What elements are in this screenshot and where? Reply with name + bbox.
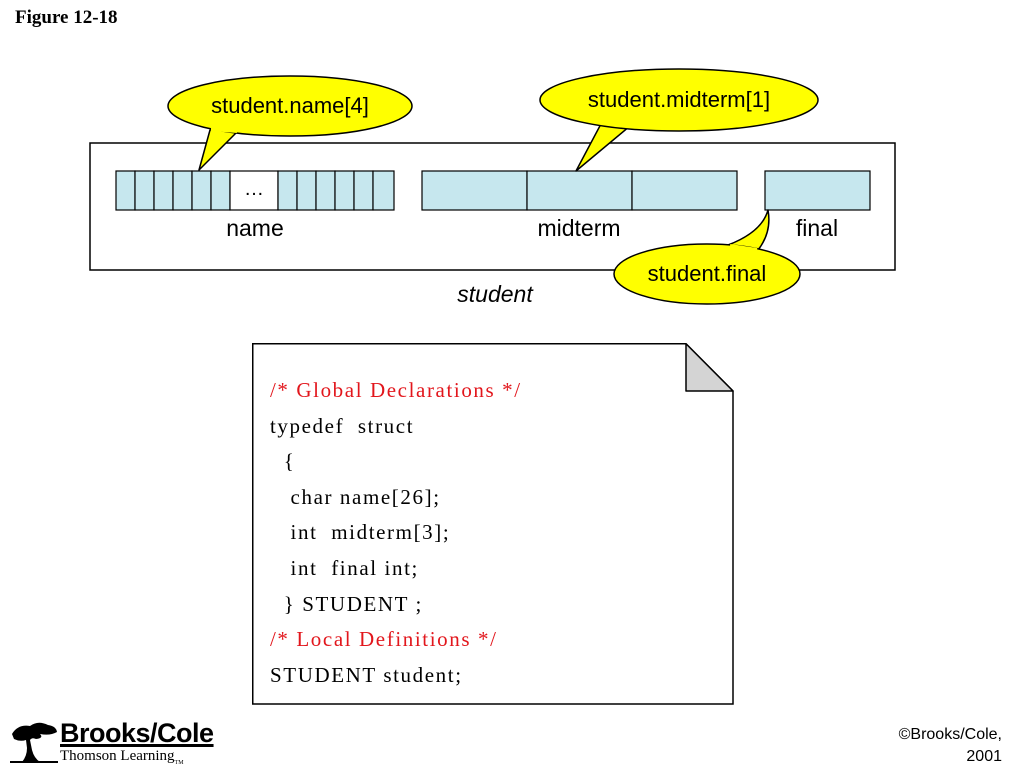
name-cell [210, 170, 231, 211]
name-cell [334, 170, 355, 211]
name-array [115, 170, 395, 211]
code-line: } STUDENT ; [270, 591, 423, 616]
midterm-cell [526, 170, 633, 211]
dog-ear-fold [685, 343, 734, 392]
midterm-cell [421, 170, 528, 211]
code-line: int midterm[3]; [270, 520, 451, 545]
code-line: { [270, 449, 296, 474]
midterm-array [421, 170, 738, 211]
name-cell [353, 170, 374, 211]
name-cell [153, 170, 174, 211]
code-listing-card: /* Global Declarations */typedef struct … [252, 343, 734, 705]
midterm-cell [631, 170, 738, 211]
name-cell [315, 170, 336, 211]
copyright-line-2: 2001 [966, 748, 1002, 765]
name-cell [191, 170, 212, 211]
struct-diagram: … name midterm final student student.nam… [89, 68, 896, 307]
name-cell [296, 170, 317, 211]
callout-name-text: student.name[4] [211, 93, 369, 118]
name-ellipsis-cell [229, 170, 279, 211]
name-cell [172, 170, 193, 211]
copyright-notice: ©Brooks/Cole, 2001 [899, 724, 1002, 768]
code-comment-line: /* Global Declarations */ [270, 378, 522, 402]
callout-final-field: student.final [613, 209, 801, 305]
final-field-label: final [796, 215, 838, 241]
figure-title: Figure 12-18 [15, 7, 118, 28]
publisher-logo: Brooks/Cole Thomson LearningTM [10, 718, 250, 766]
name-cell [115, 170, 136, 211]
code-lines: /* Global Declarations */typedef struct … [270, 373, 522, 693]
name-cell [277, 170, 298, 211]
code-line: typedef struct [270, 413, 415, 438]
final-cell [764, 170, 871, 211]
code-line: int final int; [270, 555, 419, 580]
callout-midterm-element: student.midterm[1] [539, 68, 819, 172]
midterm-field-label: midterm [537, 215, 620, 241]
code-line: char name[26]; [270, 484, 441, 509]
callout-final-text: student.final [648, 261, 767, 286]
logo-sub-text: Thomson LearningTM [60, 748, 184, 766]
name-field-label: name [226, 215, 284, 241]
code-line: STUDENT student; [270, 662, 463, 687]
code-comment-line: /* Local Definitions */ [270, 627, 498, 652]
name-cell [372, 170, 395, 211]
callout-midterm-text: student.midterm[1] [588, 87, 770, 112]
struct-variable-label: student [457, 281, 534, 307]
callout-name-element: student.name[4] [167, 75, 413, 171]
name-ellipsis: … [244, 178, 264, 200]
logo-brand-text: Brooks/Cole [60, 718, 214, 748]
copyright-line-1: ©Brooks/Cole, [898, 726, 1002, 743]
name-cell [134, 170, 155, 211]
tree-icon [10, 722, 58, 763]
